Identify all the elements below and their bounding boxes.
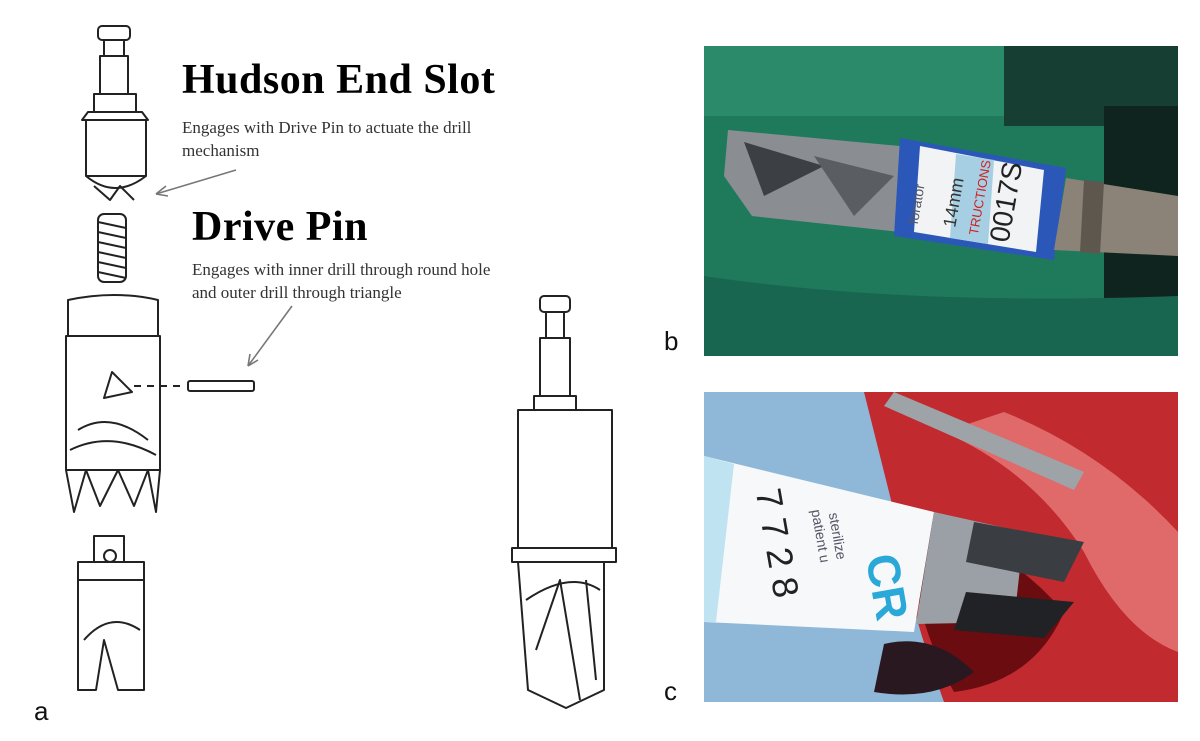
outer-drill-part — [65, 294, 161, 513]
drive-pin-desc-1: Engages with inner drill through round h… — [192, 260, 491, 279]
drill-photo-c — [704, 392, 1178, 702]
hudson-end-slot-title: Hudson End Slot — [182, 57, 496, 103]
photo-c: 7 7 2 8 patient u sterilize CR — [704, 392, 1178, 702]
exploded-drill-diagram — [65, 25, 617, 709]
drive-pin-part — [187, 380, 255, 392]
panel-c-label: c — [664, 676, 677, 706]
panel-b-label: b — [664, 326, 679, 356]
photo-b: forator 14mm TRUCTIONS 0017S — [704, 46, 1178, 356]
hudson-end-slot-desc-1: Engages with Drive Pin to actuate the dr… — [182, 118, 472, 137]
inner-drill-part — [77, 535, 145, 691]
drive-pin-arrow — [247, 305, 293, 367]
photo-c-label-text-4: CR — [855, 549, 919, 625]
assembled-drill — [511, 295, 617, 709]
drive-pin-desc-2: and outer drill through triangle — [192, 283, 402, 302]
spring-part — [97, 213, 127, 283]
drill-photo-b — [704, 46, 1178, 356]
drive-pin-title: Drive Pin — [192, 204, 368, 250]
hudson-end-part — [81, 25, 149, 201]
panel-a-label: a — [34, 696, 49, 726]
hudson-end-slot-desc-2: mechanism — [182, 141, 260, 160]
hudson-arrow — [155, 169, 237, 195]
